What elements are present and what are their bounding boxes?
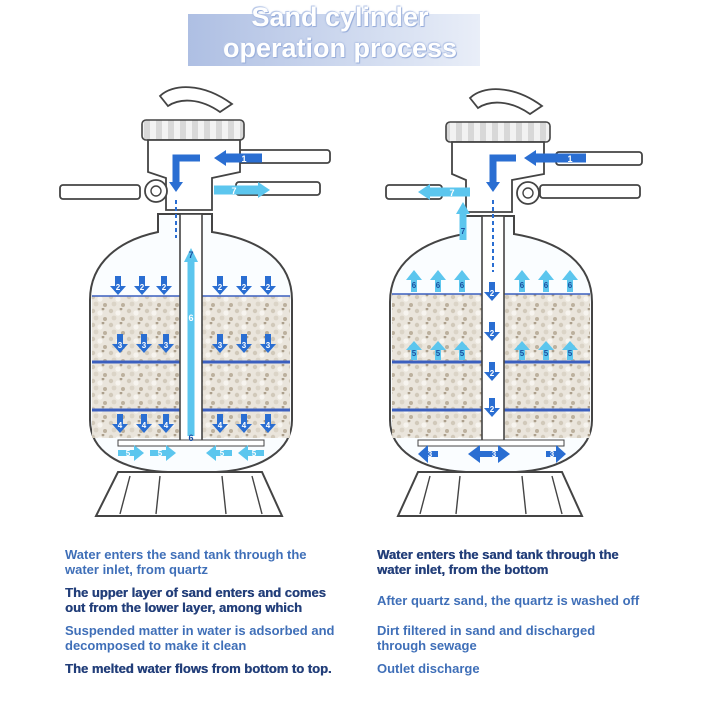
page-title: Sand cylinder operation process [190, 2, 490, 64]
left-label-low-5: 4 [242, 421, 247, 430]
left-label-bottom-3: 5 [220, 449, 225, 458]
right-label-sand-2: 5 [436, 349, 441, 358]
left-label-rise-3: 7 [188, 250, 193, 260]
right-sand-up-arrows [406, 341, 578, 360]
left-valve-handle [158, 86, 234, 114]
left-caption-4: The melted water flows from bottom to to… [65, 661, 332, 676]
left-label-mid-5: 3 [242, 341, 247, 350]
right-label-sand-1: 5 [412, 349, 417, 358]
right-label-sand-5: 5 [544, 349, 549, 358]
left-low-down-arrows [112, 414, 276, 433]
left-label-mid-2: 3 [142, 341, 147, 350]
right-label-center-4: 2 [490, 405, 495, 414]
left-label-low-1: 4 [118, 421, 123, 430]
right-label-center-2: 2 [490, 329, 495, 338]
left-caption-1: Water enters the sand tank through the w… [65, 547, 307, 577]
left-side-pipe [59, 184, 141, 200]
right-label-sand-3: 5 [460, 349, 465, 358]
title-banner [188, 14, 480, 66]
left-label-low-2: 4 [142, 421, 147, 430]
right-caption-1: Water enters the sand tank through the w… [377, 547, 619, 577]
left-valve-cap [141, 119, 245, 141]
left-label-mid-4: 3 [218, 341, 223, 350]
left-label-low-6: 4 [266, 421, 271, 430]
left-tank-base [94, 471, 284, 517]
right-label-bottom-2: 3 [492, 450, 497, 459]
left-label-top-5: 2 [242, 283, 247, 292]
left-label-top-1: 2 [116, 283, 121, 292]
right-label-center-1: 2 [490, 289, 495, 298]
right-label-top-6: 6 [568, 281, 573, 290]
left-label-outlet: 7 [231, 186, 236, 196]
left-caption-2: The upper layer of sand enters and comes… [65, 585, 326, 615]
left-label-bottom-1: 5 [126, 449, 131, 458]
right-valve-cap [445, 121, 551, 143]
title-line-1: Sand cylinder [251, 2, 429, 32]
right-label-top-3: 6 [460, 281, 465, 290]
left-filter-tank: 1 7 6 6 7 2 2 2 2 [59, 86, 331, 517]
right-label-sand-4: 5 [520, 349, 525, 358]
left-label-low-4: 4 [218, 421, 223, 430]
left-label-inlet: 1 [241, 154, 246, 164]
left-mid-down-arrows [112, 334, 276, 353]
right-tank-base [396, 471, 584, 517]
right-label-top-1: 6 [412, 281, 417, 290]
left-label-top-2: 2 [140, 283, 145, 292]
right-label-center-3: 2 [490, 369, 495, 378]
right-caption-2: After quartz sand, the quartz is washed … [377, 593, 640, 608]
right-filter-tank: 1 7 7 2 2 2 2 3 [385, 88, 643, 517]
right-label-sand-6: 5 [568, 349, 573, 358]
left-label-low-3: 4 [164, 421, 169, 430]
right-caption-3: Dirt filtered in sand and discharged thr… [377, 623, 596, 653]
left-caption-3: Suspended matter in water is adsorbed an… [65, 623, 335, 653]
left-top-down-arrows [110, 276, 276, 295]
left-label-rise-2: 6 [188, 433, 193, 443]
left-label-bottom-4: 5 [252, 449, 257, 458]
title-line-2: operation process [222, 33, 458, 63]
right-center-down-arrows [484, 282, 500, 417]
right-label-outlet: 7 [449, 188, 454, 198]
right-label-top-5: 6 [544, 281, 549, 290]
left-label-bottom-2: 5 [158, 449, 163, 458]
left-label-top-4: 2 [218, 283, 223, 292]
left-label-mid-3: 3 [164, 341, 169, 350]
right-top-up-arrows [406, 270, 578, 292]
left-label-mid-6: 3 [266, 341, 271, 350]
right-label-top-2: 6 [436, 281, 441, 290]
right-label-top-4: 6 [520, 281, 525, 290]
right-valve-body [451, 141, 545, 213]
left-label-rise-1: 6 [188, 313, 193, 323]
right-label-valve-up: 7 [461, 227, 466, 236]
left-label-mid-1: 3 [118, 341, 123, 350]
right-label-bottom-3: 3 [550, 450, 555, 459]
left-label-top-3: 2 [162, 283, 167, 292]
right-outlet-pipe [539, 184, 641, 199]
left-bottom-arrows [118, 445, 264, 461]
right-valve-handle [468, 88, 544, 116]
right-label-bottom-1: 3 [428, 450, 433, 459]
left-rise-labels: 6 6 7 [188, 250, 193, 443]
right-bottom-arrows [418, 445, 566, 463]
right-label-inlet: 1 [567, 154, 572, 164]
left-label-top-6: 2 [266, 283, 271, 292]
right-caption-4: Outlet discharge [377, 661, 480, 676]
